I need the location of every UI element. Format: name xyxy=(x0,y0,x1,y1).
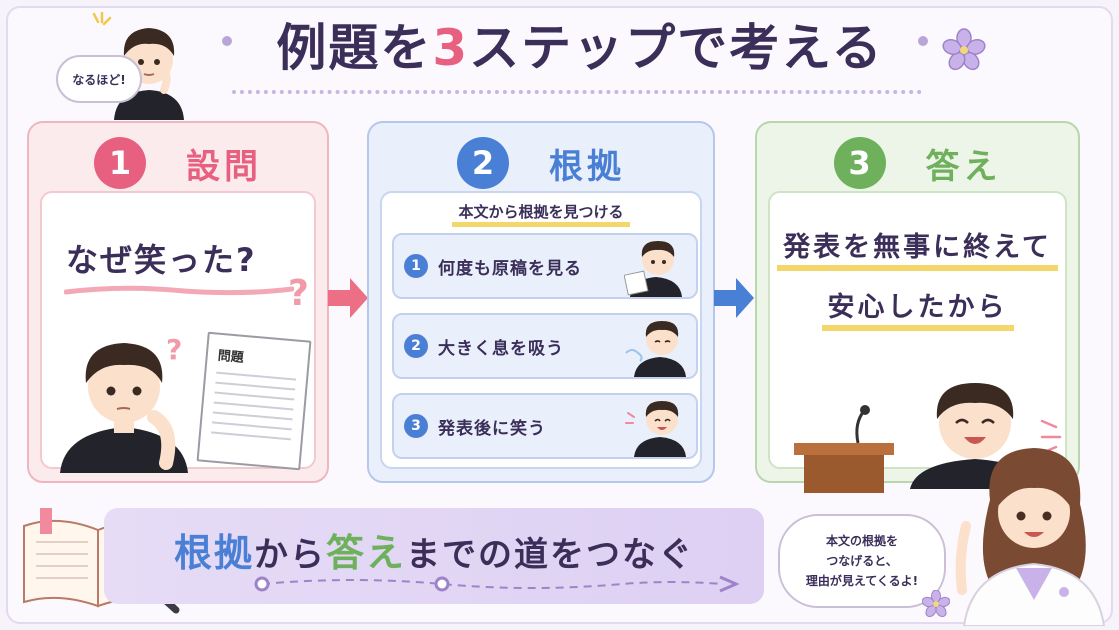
teacher-illustration xyxy=(955,448,1106,626)
podium-icon xyxy=(794,405,894,493)
evidence-3-text: 発表後に笑う xyxy=(438,418,546,439)
title-dotted-rule xyxy=(232,90,922,94)
question-text: なぜ笑った? xyxy=(66,241,257,279)
title-number: 3 xyxy=(432,19,470,77)
step-1-header: 1 設問 xyxy=(29,135,327,191)
step-3-label: 答え xyxy=(925,146,1002,187)
boy-thinking-illustration xyxy=(60,343,188,473)
teacher-bubble-line-1: 本文の根拠を xyxy=(825,534,898,548)
banner-text: 根拠から答えまでの道をつなぐ xyxy=(173,531,695,575)
question-mark-icon-small: ? xyxy=(166,333,183,366)
sparkle-icon xyxy=(92,12,112,26)
speech-bubble-top: なるほど! xyxy=(56,55,142,103)
boy-avatar-thinking xyxy=(114,28,184,120)
title-dot-right xyxy=(918,36,928,46)
arrow-right-icon-pink xyxy=(328,278,368,318)
step-1-content: なぜ笑った? ? ? 問題 xyxy=(40,191,316,473)
evidence-3-number: 3 xyxy=(404,414,428,438)
question-mark-icon: ? xyxy=(288,273,309,314)
evidence-item-2: 2 大きく息を吸う xyxy=(392,313,698,379)
boy-breathing-icon xyxy=(625,321,686,377)
step-2-number: 2 xyxy=(457,137,509,189)
step-2-label: 根拠 xyxy=(549,146,625,187)
teacher-bubble-line-2: つなげると、 xyxy=(826,554,898,568)
question-paper: 問題 xyxy=(196,331,312,471)
step-2-content: 本文から根拠を見つける 1 何度も原稿を見る 2 大きく息を吸う xyxy=(380,191,702,469)
step-1-number: 1 xyxy=(94,137,146,189)
answer-line-1: 発表を無事に終えて xyxy=(770,225,1065,271)
evidence-1-text: 何度も原稿を見る xyxy=(438,258,582,279)
question-underline xyxy=(64,285,294,296)
title-dot-left xyxy=(222,36,232,46)
answer-line-2: 安心したから xyxy=(770,285,1065,331)
paper-title: 問題 xyxy=(217,348,245,366)
step-3-header: 3 答え xyxy=(757,135,1078,191)
page-title: 例題を3ステップで考える xyxy=(220,12,940,92)
teacher-speech-bubble: 本文の根拠を つなげると、 理由が見えてくるよ! xyxy=(778,514,946,608)
evidence-item-1: 1 何度も原稿を見る xyxy=(392,233,698,299)
arrow-right-icon-blue xyxy=(714,278,754,318)
boy-reading-icon xyxy=(624,241,682,297)
flower-icon xyxy=(942,28,986,71)
evidence-1-number: 1 xyxy=(404,254,428,278)
step-3-number: 3 xyxy=(833,137,886,189)
flower-icon-small xyxy=(922,590,950,618)
evidence-title: 本文から根拠を見つける xyxy=(382,201,700,227)
boy-smiling-icon xyxy=(625,401,686,457)
step-card-2: 2 根拠 本文から根拠を見つける 1 何度も原稿を見る 2 大きく息を吸う xyxy=(367,121,715,483)
evidence-2-number: 2 xyxy=(404,334,428,358)
summary-banner: 根拠から答えまでの道をつなぐ xyxy=(104,508,764,604)
step-card-3: 3 答え 発表を無事に終えて 安心したから xyxy=(755,121,1080,493)
title-suffix: ステップで考える xyxy=(469,19,884,77)
teacher-bubble-line-3: 理由が見えてくるよ! xyxy=(805,574,919,588)
step-1-label: 設問 xyxy=(186,146,262,187)
connecting-path-icon xyxy=(254,575,740,593)
title-prefix: 例題を xyxy=(276,19,433,77)
step-3-content: 発表を無事に終えて 安心したから xyxy=(768,191,1067,493)
evidence-2-text: 大きく息を吸う xyxy=(438,338,564,359)
evidence-item-3: 3 発表後に笑う xyxy=(392,393,698,459)
step-2-header: 2 根拠 xyxy=(369,135,713,191)
step-card-1: 1 設問 なぜ笑った? ? ? 問題 xyxy=(27,121,329,483)
